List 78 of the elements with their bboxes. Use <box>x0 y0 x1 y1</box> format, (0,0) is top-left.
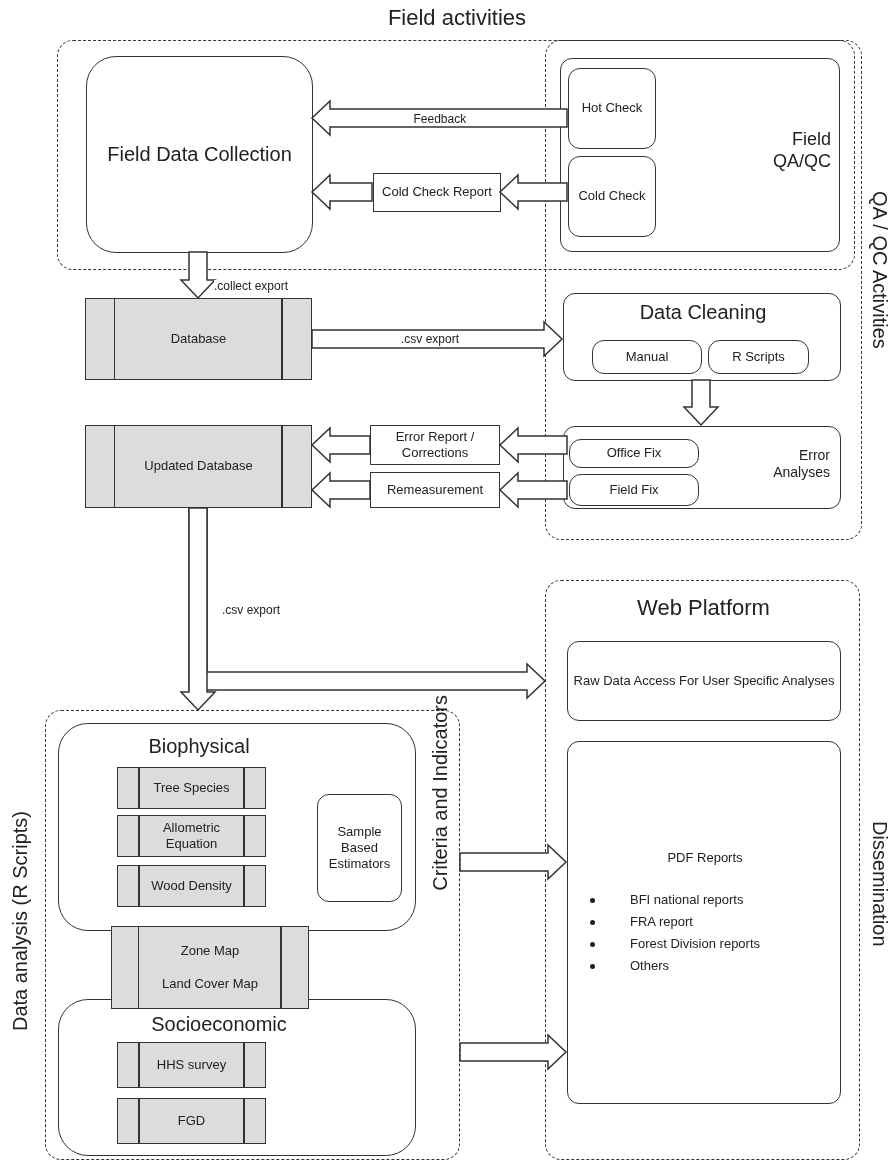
box-label: Field Data Collection <box>107 142 292 167</box>
rounded-box <box>569 474 699 506</box>
box-label: FRA report <box>630 914 693 930</box>
edge-label: .csv export <box>222 604 281 618</box>
rounded-box <box>567 741 841 1104</box>
box-label: Others <box>630 958 669 974</box>
block-arrow <box>498 426 568 464</box>
box-label: Wood Density <box>151 877 232 895</box>
rounded-box <box>563 426 841 509</box>
group-title: Field activities <box>386 5 528 32</box>
process-box <box>370 472 500 508</box>
box-label: Forest Division reports <box>630 936 761 952</box>
box-label: HHS survey <box>156 1056 227 1074</box>
database-box <box>117 865 266 907</box>
group-title: Data Cleaning <box>638 300 768 324</box>
box-label: PDF Reports <box>666 850 744 866</box>
box-label: Raw Data Access For User Specific Analyses <box>573 672 835 690</box>
rounded-box <box>563 293 841 381</box>
box-label: Field Fix <box>609 481 659 499</box>
database-box <box>111 926 309 1009</box>
block-arrow <box>310 426 371 464</box>
rounded-box <box>86 56 313 253</box>
box-label: Land Cover Map <box>161 975 259 992</box>
box-label: Office Fix <box>606 445 662 462</box>
block-arrow <box>179 507 217 712</box>
database-box <box>117 1042 266 1088</box>
database-box <box>85 425 312 508</box>
database-box <box>85 298 312 380</box>
box-label: BFI national reports <box>630 892 744 908</box>
box-label: Cold Check <box>578 188 646 205</box>
database-box <box>117 767 266 809</box>
group-title: Socioeconomic <box>150 1012 288 1036</box>
vertical-label: Criteria and Indicators <box>428 695 452 891</box>
database-box <box>117 815 266 857</box>
block-arrow <box>310 471 371 509</box>
vertical-label: QA / QC Activities <box>868 191 892 349</box>
vertical-label: Data analysis (R Scripts) <box>8 811 32 1032</box>
box-label: Updated Database <box>144 458 253 475</box>
block-arrow <box>459 1033 568 1071</box>
box-label: Field QA/QC <box>772 129 831 173</box>
box-label: Error Analyses <box>772 447 830 481</box>
rounded-box <box>58 723 416 931</box>
group-title: Web Platform <box>636 595 771 622</box>
rounded-box <box>567 641 841 721</box>
rounded-box <box>560 58 840 252</box>
block-arrow <box>498 173 568 211</box>
rounded-box <box>317 794 402 902</box>
box-label: Sample Based Estimators <box>327 823 392 873</box>
process-box <box>370 425 500 465</box>
block-arrow <box>179 251 217 300</box>
box-label: Error Report / Corrections <box>394 428 476 462</box>
block-arrow <box>310 99 568 137</box>
box-label: Database <box>170 330 227 348</box>
block-arrow <box>310 173 373 211</box>
block-arrow <box>311 320 564 358</box>
rounded-box <box>592 340 702 374</box>
box-label: Remeasurement <box>386 481 484 499</box>
database-box <box>117 1098 266 1144</box>
box-label: Manual <box>625 348 669 366</box>
rounded-box <box>708 340 809 374</box>
box-label: R Scripts <box>732 348 785 366</box>
box-label: Zone Map <box>180 943 240 960</box>
box-label: Tree Species <box>153 779 230 797</box>
rounded-box <box>568 68 656 149</box>
box-label: Cold Check Report <box>382 184 492 201</box>
box-label: Hot Check <box>581 100 643 117</box>
rounded-box <box>58 999 416 1156</box>
vertical-label: Dissemination <box>868 821 892 947</box>
block-arrow <box>459 843 568 881</box>
rounded-box <box>568 156 656 237</box>
box-label: FGD <box>177 1112 206 1130</box>
block-arrow <box>498 471 568 509</box>
process-box <box>373 173 501 212</box>
edge-label: .collect export <box>214 280 289 294</box>
rounded-box <box>569 439 699 468</box>
box-label: Allometric Equation <box>161 819 222 853</box>
group-title: Biophysical <box>147 734 251 758</box>
block-arrow <box>682 379 720 427</box>
